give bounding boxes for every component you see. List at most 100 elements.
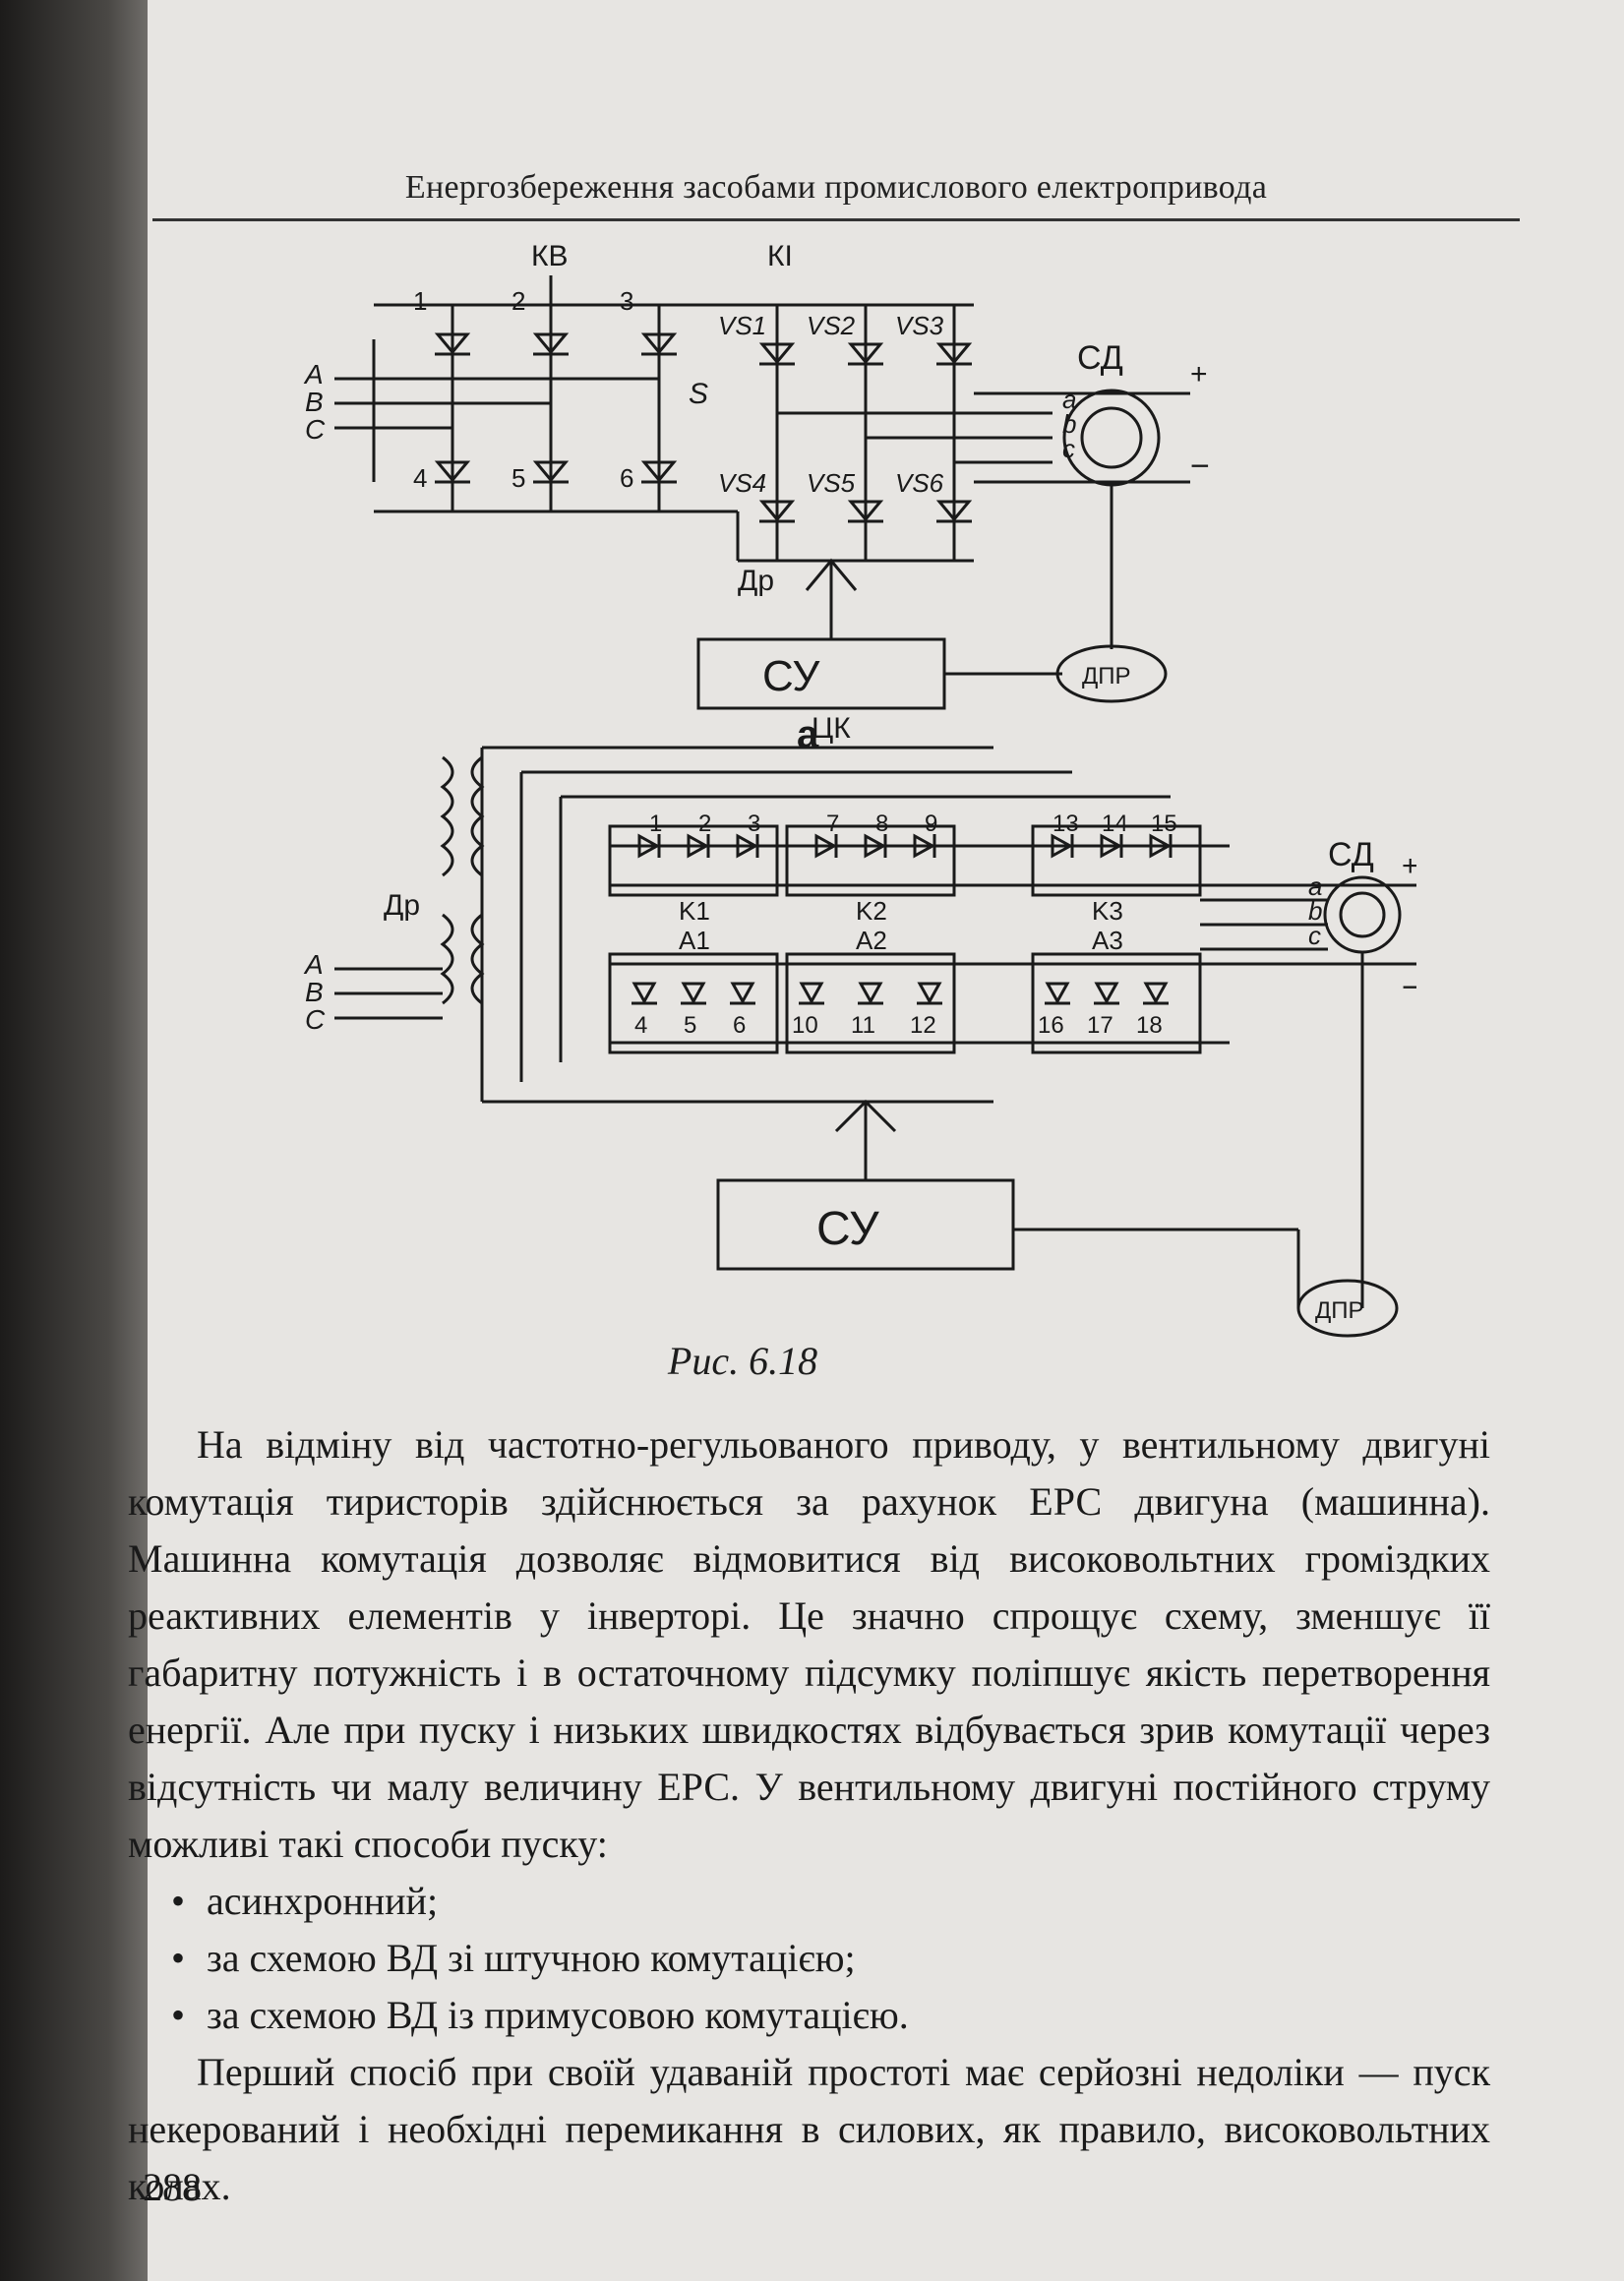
label-plus-b: + — [1402, 850, 1416, 882]
bullet-item: асинхронний; — [171, 1873, 1490, 1930]
label-kv: КВ — [531, 240, 569, 272]
top-num-2: 2 — [698, 810, 711, 837]
position-sensor-a — [1055, 644, 1168, 703]
thyristor-vs1 — [758, 342, 796, 365]
bottom-num-17: 17 — [1087, 1012, 1113, 1039]
kv-thyristor-5 — [532, 460, 570, 483]
label-dr-a: Др — [738, 565, 774, 597]
kv-num-1: 1 — [413, 286, 427, 316]
motor-sd-b — [1323, 875, 1402, 954]
paragraph-1: На відміну від частотно-регульованого пр… — [128, 1422, 1490, 1866]
label-phase-b-a: B — [305, 387, 324, 417]
kv-thyristor-3 — [640, 332, 678, 355]
kv-num-6: 6 — [620, 463, 633, 493]
circuit-figure: КВ КI СД Др СУ ДПР а S + − A B C a b c 1… — [187, 236, 1421, 1387]
header-rule — [152, 218, 1520, 221]
choke-dr-b — [440, 755, 454, 877]
label-motor-c-b: c — [1308, 921, 1321, 950]
label-vs3: VS3 — [895, 311, 944, 340]
kv-num-2: 2 — [511, 286, 525, 316]
label-phase-b-b: B — [305, 977, 324, 1007]
label-phase-a-b: A — [303, 949, 324, 980]
label-vs5: VS5 — [807, 468, 856, 498]
bottom-num-6: 6 — [733, 1012, 746, 1039]
body-text: На відміну від частотно-регульованого пр… — [128, 1416, 1490, 2215]
label-dr-b: Др — [384, 889, 420, 922]
kv-thyristor-6 — [640, 460, 678, 483]
label-sd-a: СД — [1077, 339, 1123, 377]
kv-num-3: 3 — [620, 286, 633, 316]
thyristor-vs2 — [847, 342, 884, 365]
circuit-diagrams-svg: КВ КI СД Др СУ ДПР а S + − A B C a b c 1… — [303, 240, 1421, 1338]
upper-diode-row — [637, 833, 1173, 859]
thyristor-vs4 — [758, 500, 796, 522]
control-unit-a — [696, 637, 946, 710]
kv-num-4: 4 — [413, 463, 427, 493]
group-a1 — [608, 952, 779, 1054]
page-number: 288 — [143, 2165, 202, 2209]
label-ki: КI — [767, 240, 793, 272]
label-phase-c-b: C — [305, 1004, 326, 1035]
group-a3 — [1031, 952, 1202, 1054]
top-num-1: 1 — [649, 810, 662, 837]
bottom-num-5: 5 — [684, 1012, 696, 1039]
bullet-item: за схемою ВД зі штучною комутацією; — [171, 1930, 1490, 1987]
bottom-num-11: 11 — [851, 1012, 875, 1039]
bullet-item: за схемою ВД із примусовою комутацією. — [171, 1987, 1490, 2044]
bullet-list: асинхронний; за схемою ВД зі штучною ком… — [128, 1873, 1490, 2044]
kv-thyristor-4 — [434, 460, 471, 483]
top-num-7: 7 — [826, 810, 839, 837]
label-minus-b: − — [1402, 969, 1416, 1006]
group-k2 — [785, 824, 956, 897]
motor-sd-a — [1062, 389, 1161, 487]
lower-diode-row — [632, 982, 1169, 1005]
kv-num-5: 5 — [511, 463, 525, 493]
top-num-9: 9 — [925, 810, 937, 837]
top-num-3: 3 — [748, 810, 760, 837]
bottom-num-16: 16 — [1038, 1012, 1064, 1039]
bottom-num-4: 4 — [634, 1012, 647, 1039]
label-phase-c-a: C — [305, 414, 326, 445]
label-phase-a-a: A — [303, 359, 324, 390]
label-vs2: VS2 — [807, 311, 856, 340]
figure-caption: Рис. 6.18 — [667, 1339, 818, 1383]
label-motor-b-a: b — [1062, 409, 1076, 439]
label-dpr-b: ДПР — [1315, 1297, 1364, 1324]
label-k1: K1 — [679, 896, 710, 926]
thyristor-vs5 — [847, 500, 884, 522]
bottom-num-12: 12 — [910, 1012, 936, 1039]
group-k3 — [1031, 824, 1202, 897]
label-vs1: VS1 — [718, 311, 766, 340]
top-num-13: 13 — [1053, 810, 1079, 837]
label-vs4: VS4 — [718, 468, 766, 498]
thyristor-vs6 — [935, 500, 973, 522]
label-minus-a: − — [1190, 448, 1210, 485]
thyristor-vs3 — [935, 342, 973, 365]
top-num-14: 14 — [1102, 810, 1128, 837]
label-a3: A3 — [1092, 926, 1123, 955]
label-a2: A2 — [856, 926, 887, 955]
group-k1 — [608, 824, 779, 897]
group-a2 — [785, 952, 956, 1054]
top-num-15: 15 — [1151, 810, 1177, 837]
label-su-b: СУ — [816, 1203, 879, 1255]
label-motor-a-a: a — [1062, 385, 1076, 414]
kv-thyristor-2 — [532, 332, 570, 355]
label-sub-a: а — [797, 713, 819, 756]
position-sensor-b — [1296, 1279, 1399, 1338]
label-motor-c-a: c — [1062, 434, 1075, 463]
label-k3: K3 — [1092, 896, 1123, 926]
paragraph-2: Перший спосіб при своїй удаваній простот… — [128, 2050, 1490, 2208]
label-motor-a-b: a — [1308, 871, 1322, 901]
label-su-a: СУ — [762, 652, 820, 700]
label-plus-a: + — [1190, 358, 1208, 390]
bottom-num-18: 18 — [1136, 1012, 1163, 1039]
label-motor-b-b: b — [1308, 896, 1322, 926]
label-sd-b: СД — [1328, 836, 1374, 873]
top-num-8: 8 — [875, 810, 888, 837]
bottom-num-10: 10 — [792, 1012, 818, 1039]
label-vs6: VS6 — [895, 468, 944, 498]
running-header: Енергозбереження засобами промислового е… — [404, 169, 1268, 206]
label-k2: K2 — [856, 896, 887, 926]
label-ck: ЦК — [812, 712, 851, 745]
